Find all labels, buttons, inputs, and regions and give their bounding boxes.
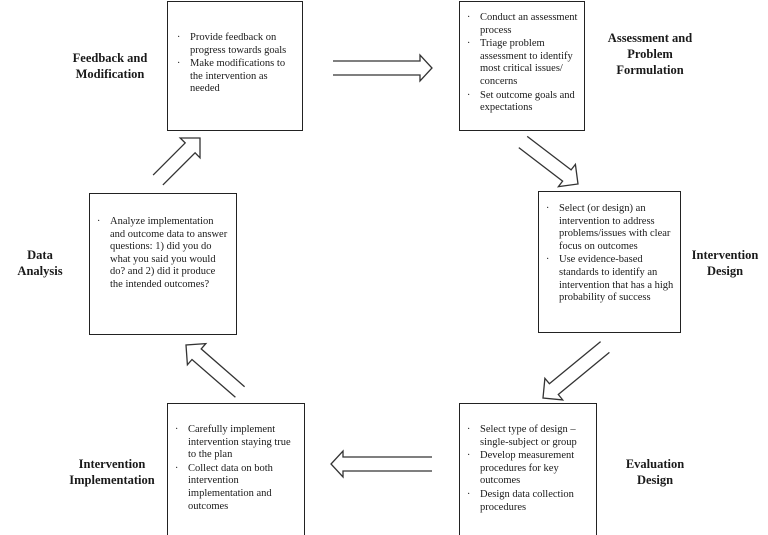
list-item: Make modifications to the intervention a… <box>174 58 296 96</box>
intervention-design-box: Select (or design) an intervention to ad… <box>538 191 681 333</box>
label-line: Modification <box>75 67 145 81</box>
label-line: Formulation <box>616 63 684 77</box>
arrow-implementation-to-data-analysis <box>185 342 246 398</box>
evaluation-design-label: Evaluation Design <box>610 456 700 488</box>
list-item: Set outcome goals and expectations <box>464 90 578 115</box>
arrow-feedback-to-assessment <box>333 53 433 83</box>
list-item: Triage problem assessment to identify mo… <box>464 38 578 88</box>
arrow-evaluation-to-implementation <box>330 449 432 479</box>
evaluation-design-box: Select type of design – single-subject o… <box>459 403 597 535</box>
assessment-label: Assessment and Problem Formulation <box>594 30 706 78</box>
intervention-design-label: Intervention Design <box>683 247 767 279</box>
label-line: Design <box>706 264 744 278</box>
label-line: Assessment and <box>607 31 693 45</box>
list-item: Conduct an assessment process <box>464 12 578 37</box>
assessment-box: Conduct an assessment process Triage pro… <box>459 1 585 131</box>
intervention-design-list: Select (or design) an intervention to ad… <box>543 203 674 305</box>
label-line: Intervention <box>691 248 759 262</box>
label-line: Analysis <box>17 264 63 278</box>
intervention-implementation-label: Intervention Implementation <box>62 456 162 488</box>
list-item: Design data collection procedures <box>464 489 590 514</box>
list-item: Develop measurement procedures for key o… <box>464 450 590 488</box>
label-line: Feedback and <box>72 51 148 65</box>
label-line: Data <box>27 248 53 262</box>
data-analysis-label: Data Analysis <box>10 247 70 279</box>
evaluation-design-list: Select type of design – single-subject o… <box>464 424 590 514</box>
list-item: Use evidence-based standards to identify… <box>543 254 674 304</box>
arrow-assessment-to-intervention-design <box>518 135 579 188</box>
data-analysis-list: Analyze implementation and outcome data … <box>94 216 230 292</box>
list-item: Collect data on both intervention implem… <box>172 463 298 513</box>
list-item: Select type of design – single-subject o… <box>464 424 590 449</box>
intervention-implementation-list: Carefully implement intervention staying… <box>172 424 298 513</box>
intervention-implementation-box: Carefully implement intervention staying… <box>167 403 305 535</box>
list-item: Carefully implement intervention staying… <box>172 424 298 462</box>
list-item: Analyze implementation and outcome data … <box>94 216 230 292</box>
list-item: Select (or design) an intervention to ad… <box>543 203 674 253</box>
label-line: Problem <box>627 47 673 61</box>
arrow-data-analysis-to-feedback <box>152 137 201 186</box>
label-line: Evaluation <box>625 457 685 471</box>
label-line: Implementation <box>69 473 155 487</box>
feedback-label: Feedback and Modification <box>60 50 160 82</box>
feedback-box: Provide feedback on progress towards goa… <box>167 1 303 131</box>
data-analysis-box: Analyze implementation and outcome data … <box>89 193 237 335</box>
arrow-intervention-design-to-evaluation-design <box>542 341 610 401</box>
feedback-list: Provide feedback on progress towards goa… <box>174 32 296 96</box>
list-item: Provide feedback on progress towards goa… <box>174 32 296 57</box>
label-line: Design <box>636 473 674 487</box>
label-line: Intervention <box>78 457 146 471</box>
assessment-list: Conduct an assessment process Triage pro… <box>464 12 578 115</box>
